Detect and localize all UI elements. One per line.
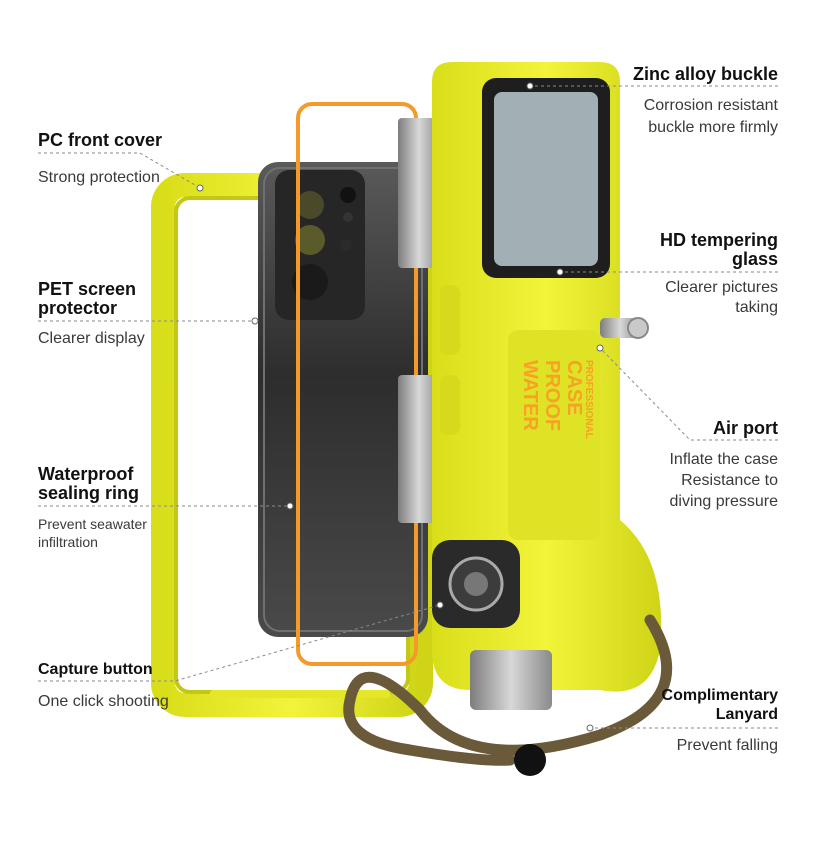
back-print-line1: WATER — [519, 360, 541, 431]
back-print-line4: PROFESSIONAL — [583, 360, 594, 439]
pet-screen-title-line1: PET screen — [38, 279, 137, 299]
zinc-buckle-desc-line2: buckle more firmly — [648, 119, 778, 136]
pet-screen-desc: Clearer display — [38, 330, 145, 347]
hd-glass-title-line1: HD tempering — [659, 230, 778, 250]
capture-button-desc: One click shooting — [38, 693, 169, 710]
lanyard-title-line1: Complimentary — [661, 687, 778, 704]
sealing-ring-title-line1: Waterproof — [38, 464, 134, 484]
back-print: WATER PROOF CASE PROFESSIONAL — [519, 360, 594, 439]
pet-screen-title-line2: protector — [38, 298, 118, 318]
back-print-line2: PROOF — [541, 360, 563, 431]
leader-lines — [38, 85, 778, 729]
air-port-title: Air port — [713, 418, 778, 438]
case-body — [432, 62, 662, 710]
leader-dots — [196, 82, 604, 732]
hinge-mid — [398, 375, 440, 523]
back-print-line3: CASE — [563, 360, 585, 416]
hinge-top — [398, 118, 440, 268]
pc-front-cover-title: PC front cover — [38, 130, 163, 150]
sealing-ring-desc-line1: Prevent seawater — [38, 516, 147, 532]
zinc-buckle-desc-line1: Corrosion resistant — [643, 97, 778, 114]
air-port-desc-line2: Resistance to — [681, 472, 778, 489]
hd-glass-desc-line1: Clearer pictures — [665, 279, 778, 296]
hd-glass-desc-line2: taking — [735, 299, 778, 316]
lanyard-stopper — [514, 744, 546, 776]
zinc-buckle-title: Zinc alloy buckle — [632, 64, 778, 84]
pc-front-cover-desc: Strong protection — [38, 169, 160, 186]
air-port-desc-line1: Inflate the case — [669, 451, 778, 468]
lanyard-title-line2: Lanyard — [715, 706, 778, 723]
lanyard-desc: Prevent falling — [676, 737, 778, 754]
capture-button-title: Capture button — [38, 661, 153, 678]
sealing-ring-desc-line2: infiltration — [38, 534, 98, 550]
hd-glass-title-line2: glass — [731, 249, 778, 269]
lanyard-cord — [343, 614, 673, 766]
sealing-ring-title-line2: sealing ring — [38, 483, 140, 503]
air-port-desc-line3: diving pressure — [669, 493, 779, 510]
